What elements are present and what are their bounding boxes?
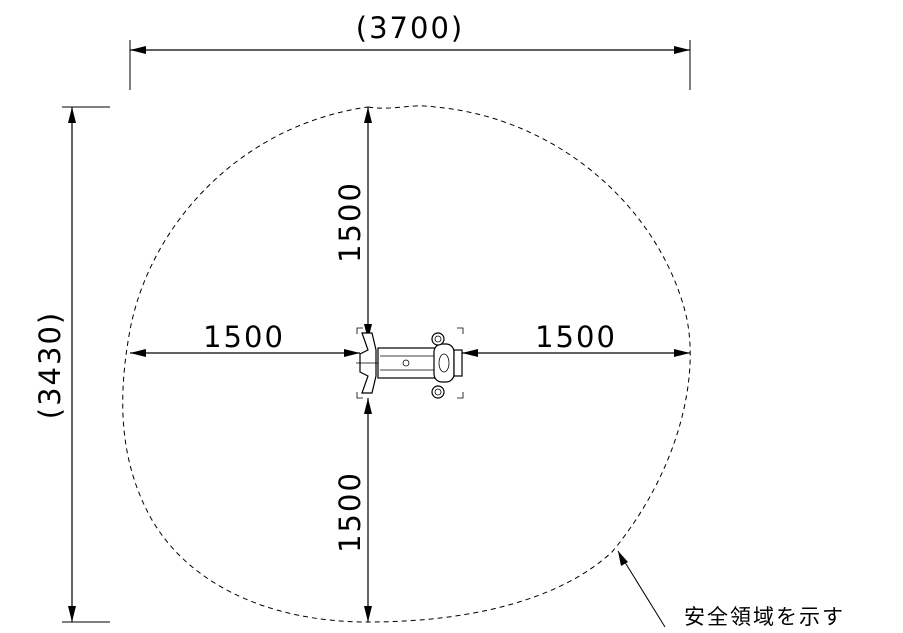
equipment-spring-bottom-inner: [434, 388, 442, 396]
depth-arrow-bottom: [68, 606, 76, 622]
overall-depth-label: (3430): [33, 311, 67, 419]
right-dimension-label: 1500: [535, 320, 617, 354]
top-arrow-outer: [364, 107, 372, 123]
safety-area-note-label: 安全領域を示す: [684, 605, 845, 629]
left-dimension: 1500: [130, 320, 360, 357]
left-arrow-inner: [344, 349, 360, 357]
right-dimension: 1500: [462, 320, 690, 357]
equipment-spring-top-inner: [434, 335, 442, 343]
right-arrow-outer: [674, 349, 690, 357]
overall-width-label: (3700): [356, 11, 464, 45]
width-arrow-left: [130, 46, 146, 54]
note-leader-line: [617, 550, 666, 628]
equipment-top-view: [356, 327, 464, 399]
note-leader-arrow: [618, 551, 628, 566]
safety-area-boundary: [122, 105, 691, 623]
top-dimension-label: 1500: [333, 181, 367, 263]
equipment-right-seat-detail: [438, 353, 450, 373]
top-arrow-inner: [364, 324, 372, 340]
equipment-spring-top: [431, 332, 445, 346]
bottom-arrow-outer: [364, 606, 372, 622]
left-dimension-label: 1500: [203, 320, 285, 354]
bottom-dimension-label: 1500: [333, 471, 367, 553]
overall-width-dimension: (3700): [129, 11, 691, 90]
overall-depth-dimension: (3430): [33, 106, 110, 623]
top-dimension: 1500: [333, 107, 372, 340]
equipment-body: [377, 347, 437, 379]
width-arrow-right: [674, 46, 690, 54]
equipment-end-bracket: [453, 349, 463, 377]
bottom-dimension: 1500: [333, 398, 372, 622]
bottom-arrow-inner: [364, 398, 372, 414]
depth-arrow-top: [68, 107, 76, 123]
equipment-body-center: [402, 359, 410, 367]
safety-area-note: 安全領域を示す: [617, 550, 845, 629]
equipment-right-seat: [433, 343, 455, 383]
right-arrow-inner: [462, 349, 478, 357]
equipment-spring-bottom: [431, 385, 445, 399]
equipment-corner-marks: [356, 327, 464, 399]
left-arrow-outer: [130, 349, 146, 357]
